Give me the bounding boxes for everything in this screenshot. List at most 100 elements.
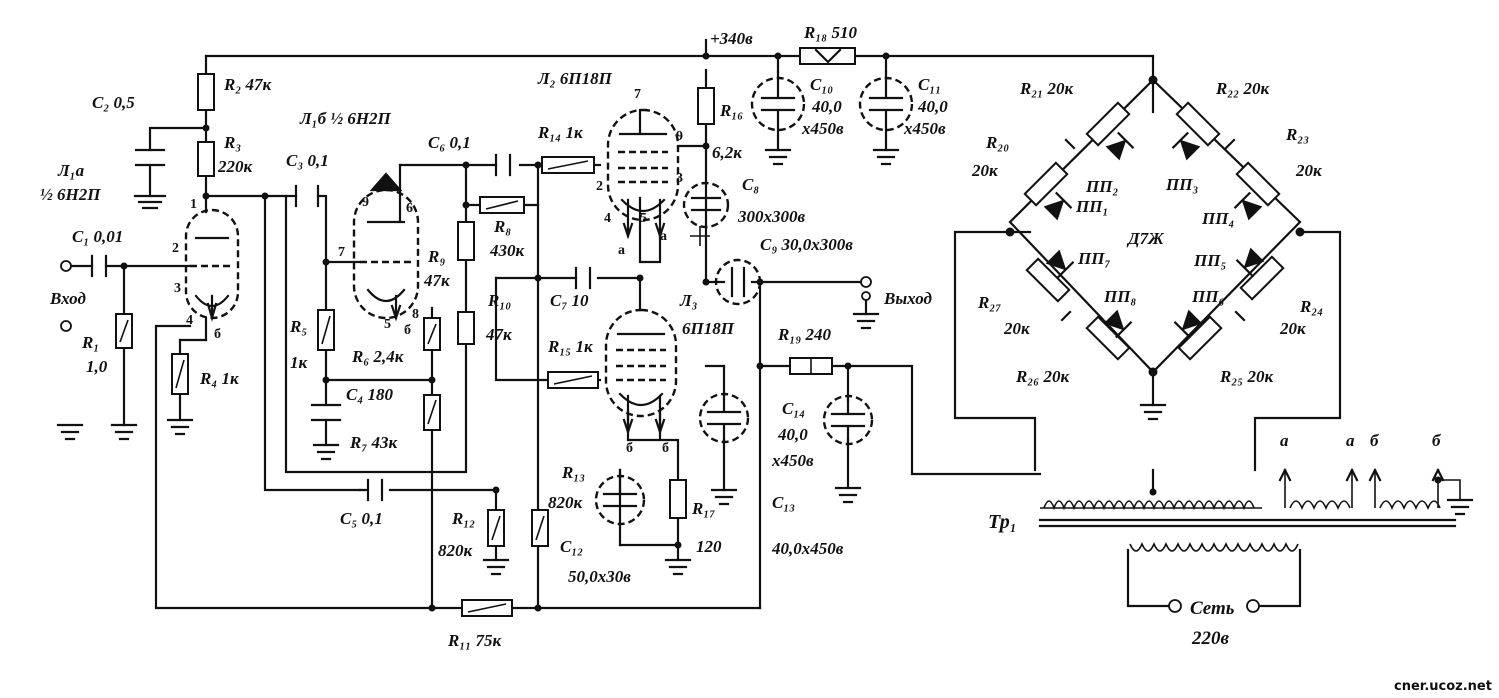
label-r20: R₂₀	[985, 133, 1009, 152]
pin-label: б	[626, 441, 633, 456]
pin-label: 7	[338, 245, 345, 260]
label-winding-b2: б	[1432, 431, 1442, 450]
r16-body	[697, 87, 715, 125]
label-c3: C₃ 0,1	[286, 151, 329, 170]
r21-body	[1085, 101, 1131, 147]
tube-l3	[604, 308, 678, 418]
pin-label: 5	[640, 211, 647, 226]
pin-label: 2	[172, 241, 179, 256]
mains-winding	[1129, 541, 1299, 552]
c8-can	[682, 181, 730, 229]
label-r17-value: 120	[696, 537, 722, 556]
label-r7: R₇ 43к	[349, 433, 398, 452]
resistors	[115, 47, 1285, 617]
c7-plates	[574, 266, 592, 290]
output-terminal	[860, 276, 872, 288]
label-mains-voltage: 220в	[1191, 628, 1230, 649]
label-c1: C₁ 0,01	[72, 227, 123, 246]
label-r9-value: 47к	[423, 271, 450, 290]
label-r12-value: 820к	[438, 541, 473, 560]
label-l2: Л₂ 6П18П	[537, 69, 613, 88]
mains-terminal-2	[1246, 599, 1260, 613]
diode-pp8	[1103, 309, 1133, 339]
label-c11-volt: х450в	[903, 119, 946, 138]
r18-body	[799, 47, 856, 65]
label-c10-cap: 40,0	[811, 97, 842, 116]
label-c14: C₁₄	[782, 399, 805, 418]
r10-body	[457, 311, 475, 345]
label-c13-value: 40,0х450в	[771, 539, 844, 558]
label-bridge-type: Д7Ж	[1126, 229, 1165, 248]
label-input: Вход	[49, 289, 86, 308]
label-r23-value: 20к	[1295, 161, 1322, 180]
label-r26: R₂₆ 20к	[1015, 367, 1069, 386]
pin-label: 3	[676, 171, 683, 186]
label-output: Выход	[883, 289, 932, 308]
pin-label: 2	[596, 179, 603, 194]
label-r2: R₂ 47к	[223, 75, 272, 94]
label-r16: R₁₆	[719, 101, 743, 120]
tube-l2	[606, 108, 680, 222]
diode-pp3	[1171, 131, 1201, 161]
label-r11: R₁₁ 75к	[447, 631, 501, 650]
label-tr1: Тр₁	[988, 511, 1017, 533]
r23-body	[1235, 161, 1281, 207]
label-c8: C₈	[742, 175, 759, 194]
component-labels: R₂ 47к C₂ 0,5 R₃ 220к Л₁б ½ 6Н2П Л₁а ½ 6…	[40, 23, 1442, 650]
pin-label: 3	[174, 281, 181, 296]
label-c12: C₁₂	[560, 537, 583, 556]
capacitors	[90, 70, 914, 526]
diode-pp1	[1043, 191, 1073, 221]
label-r13: R₁₃	[561, 463, 585, 482]
label-r1-value: 1,0	[86, 357, 108, 376]
label-pp7: ПП₇	[1077, 249, 1110, 268]
label-r5: R₅	[289, 317, 307, 336]
label-winding-b1: б	[1370, 431, 1380, 450]
c2-plates	[134, 148, 166, 167]
filament-winding-a	[1289, 500, 1351, 511]
label-l1b: Л₁б ½ 6Н2П	[299, 109, 392, 128]
label-r1: R₁	[81, 333, 99, 352]
label-r3-value: 220к	[217, 157, 253, 176]
transformer	[1043, 468, 1445, 552]
label-pp2: ПП₂	[1085, 177, 1118, 196]
c3-plates	[294, 184, 320, 208]
r27-body	[1025, 257, 1071, 303]
r3-body	[197, 141, 215, 177]
r24-body	[1239, 255, 1285, 301]
label-pp3: ПП₃	[1165, 175, 1198, 194]
label-r14: R₁₄ 1к	[537, 123, 583, 142]
label-c11: C₁₁	[918, 75, 941, 94]
label-r23: R₂₃	[1285, 125, 1309, 144]
tube-l1b	[352, 188, 420, 320]
ground-symbols	[56, 148, 1474, 576]
label-r20-value: 20к	[971, 161, 998, 180]
r20-body	[1023, 161, 1069, 207]
label-r10-value: 47к	[485, 325, 512, 344]
label-l3-type: 6П18П	[682, 319, 735, 338]
pin-label: б	[662, 441, 669, 456]
label-c7: C₇ 10	[550, 291, 589, 310]
output-ground-terminal	[861, 291, 871, 301]
label-l1a-type: ½ 6Н2П	[40, 185, 101, 204]
label-r4: R₄ 1к	[199, 369, 239, 388]
pin-label: 5	[384, 317, 391, 332]
label-r10: R₁₀	[487, 291, 511, 310]
label-mains: Сеть	[1190, 598, 1235, 619]
pin-label: 8	[412, 307, 419, 322]
label-r17: R₁₇	[691, 499, 715, 518]
diode-pp6	[1173, 309, 1203, 339]
c14-can	[822, 394, 874, 446]
tubes	[184, 108, 680, 436]
pin-label: 6	[406, 201, 413, 216]
label-c14-cap: 40,0	[777, 425, 808, 444]
label-c9: C₉ 30,0х300в	[760, 235, 853, 254]
pin-label: 4	[186, 313, 193, 328]
label-r5-value: 1к	[290, 353, 308, 372]
diode-pp5	[1235, 247, 1265, 277]
label-r19: R₁₉ 240	[777, 325, 831, 344]
wires	[68, 38, 1461, 610]
filament-winding-b	[1379, 500, 1441, 511]
diode-pp4	[1233, 191, 1263, 221]
